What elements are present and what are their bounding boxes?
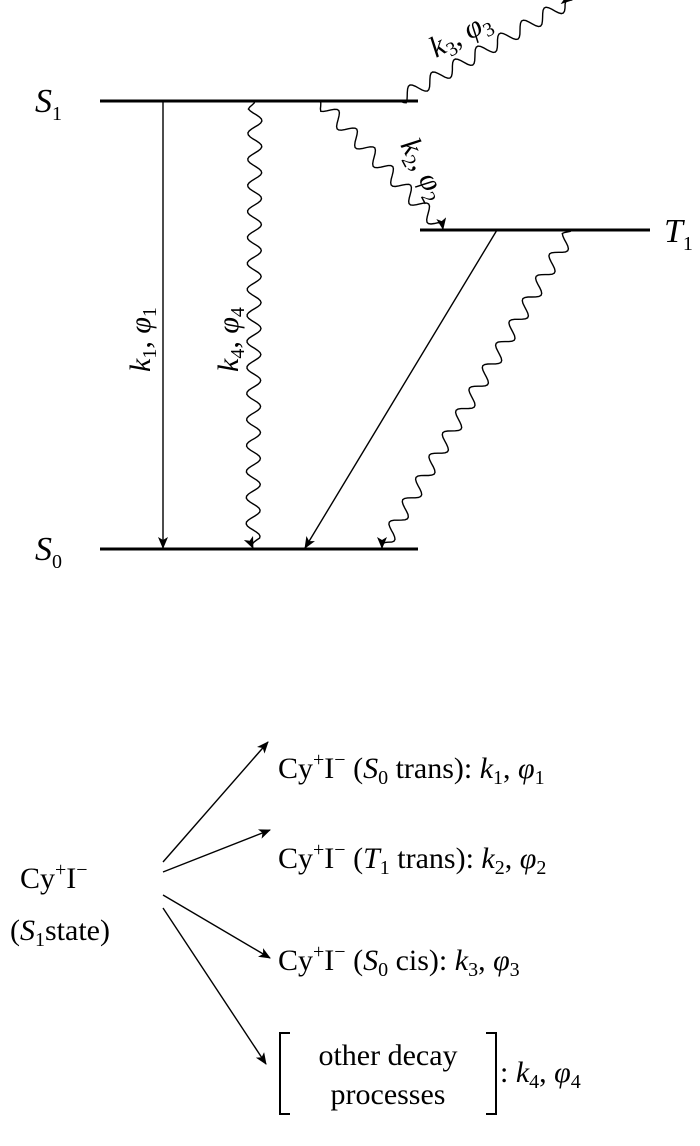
- other-decay-line2: processes: [331, 1078, 446, 1111]
- source-state: (S1state): [10, 914, 110, 951]
- product-s0-trans: Cy+I− (S0 trans): k1, φ1: [278, 749, 545, 789]
- source-species: Cy+I−: [20, 859, 88, 895]
- k4-label: k4, φ4: [212, 307, 249, 372]
- other-decay-rates: : k4, φ4: [500, 1056, 581, 1093]
- branch-arrow-4: [162, 907, 267, 1065]
- k2-label: k2, φ2: [390, 133, 453, 208]
- k3-label: k3, φ3: [424, 5, 499, 68]
- s0-label: S0: [35, 531, 62, 573]
- s1-label: S1: [35, 83, 62, 125]
- product-s0-cis: Cy+I− (S0 cis): k3, φ3: [278, 941, 520, 981]
- k4-wavy-arrow: [243, 100, 263, 549]
- k3-wavy-arrow: [395, 0, 573, 104]
- t1-s0-radiative-arrow: [304, 229, 498, 549]
- right-bracket: [486, 1032, 497, 1115]
- k2-wavy-arrow: [319, 100, 447, 230]
- t1-label: T1: [664, 213, 693, 255]
- branch-arrow-1: [162, 741, 269, 863]
- left-bracket: [279, 1032, 290, 1115]
- k1-label: k1, φ1: [124, 307, 161, 372]
- branch-arrow-2: [162, 829, 271, 873]
- product-t1-trans: Cy+I− (T1 trans): k2, φ2: [278, 839, 546, 879]
- other-decay-line1: other decay: [318, 1039, 457, 1072]
- branch-arrow-3: [162, 894, 271, 959]
- t1-s0-wavy-arrow: [377, 229, 573, 549]
